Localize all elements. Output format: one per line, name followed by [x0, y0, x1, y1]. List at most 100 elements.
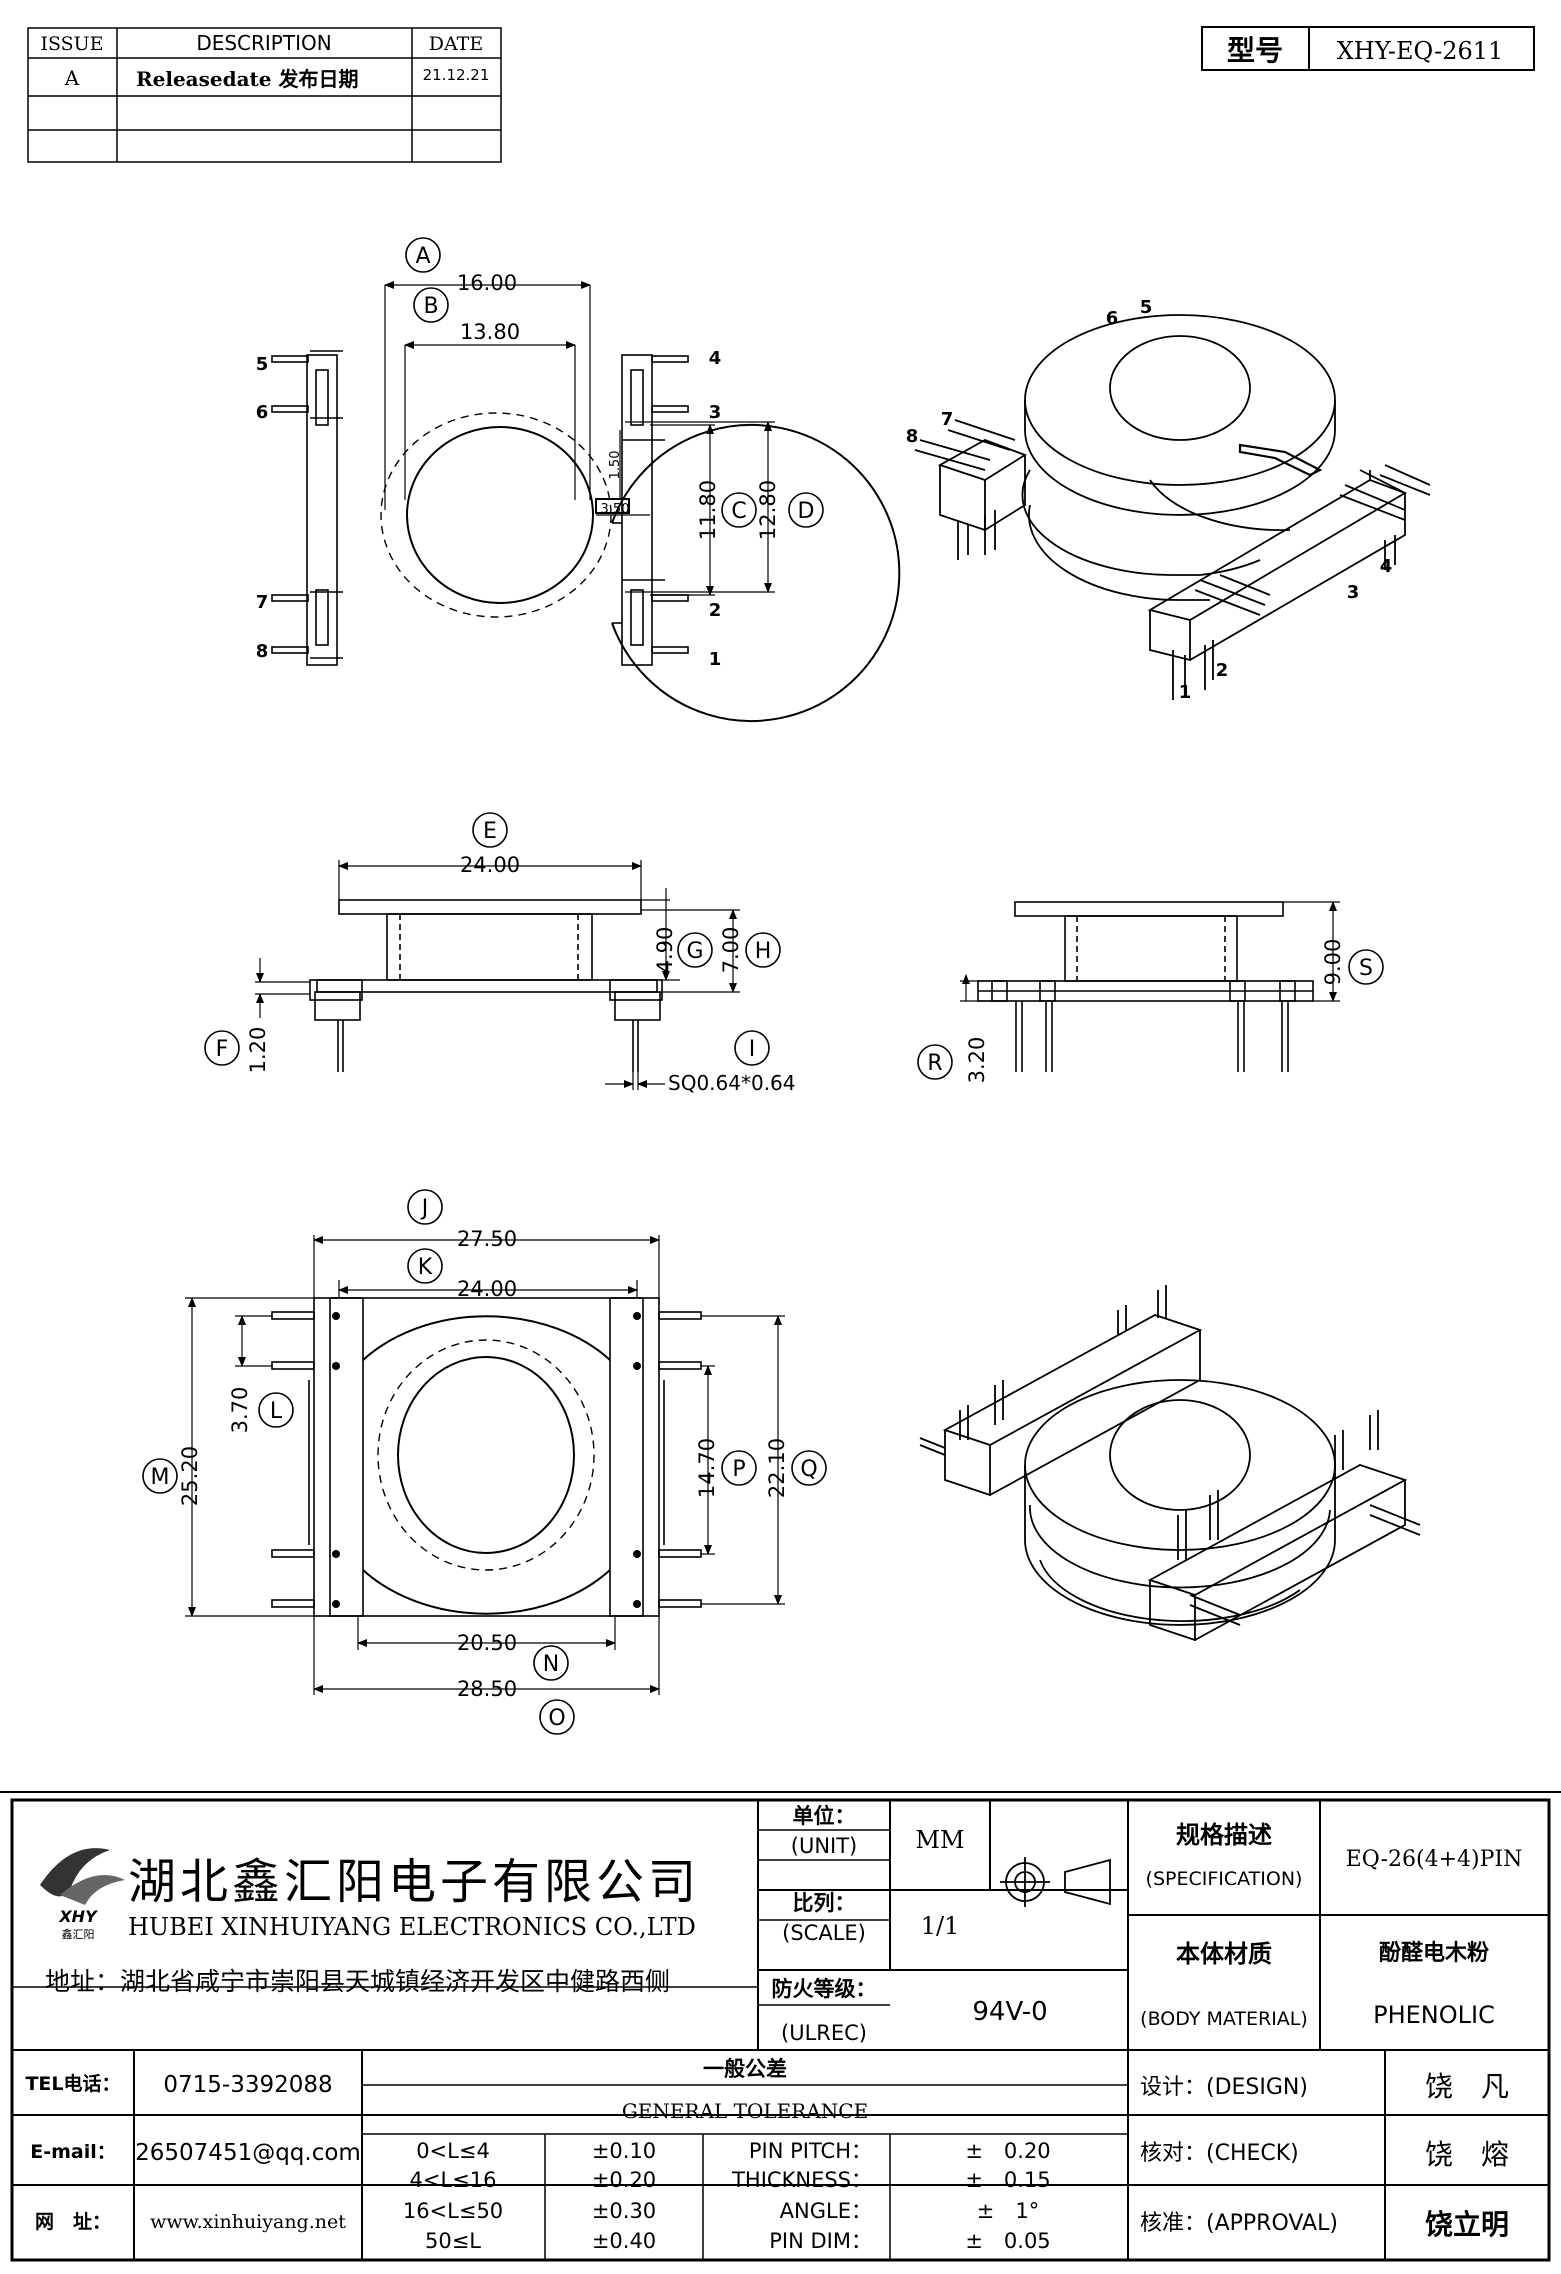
model-label: 型号 — [1227, 34, 1283, 67]
label-B-circle — [413, 287, 449, 323]
top-pin-8: 8 — [256, 641, 269, 662]
top-pin-5: 5 — [256, 354, 269, 375]
dim-K: 24.00 — [457, 1277, 517, 1301]
tol-value-2: ±0.30 — [592, 2199, 656, 2223]
front-view — [309, 899, 663, 1072]
top-pin-3: 3 — [709, 402, 722, 423]
dim-E: 24.00 — [460, 853, 520, 877]
bottom-view-pin-dots — [332, 1312, 641, 1608]
dim-G: 4.90 — [653, 927, 677, 974]
tol-item-value-1: ± 0.15 — [965, 2168, 1050, 2192]
tol-item-value-3: ± 0.05 — [965, 2229, 1050, 2253]
email-value: 26507451@qq.com — [135, 2140, 361, 2166]
tol-item-value-2: ± 1° — [977, 2199, 1039, 2223]
tol-range-2: 16<L≤50 — [403, 2199, 503, 2223]
logo-text: XHY — [58, 1907, 98, 1926]
dim-S: 9.00 — [1321, 939, 1345, 986]
tol-range-1: 4<L≤16 — [410, 2168, 497, 2192]
spec-label: 规格描述 — [1176, 1821, 1272, 1849]
label-G-circle — [677, 932, 713, 968]
company-name-cn: 湖北鑫汇阳电子有限公司 — [128, 1854, 700, 1910]
label-E: E — [483, 819, 497, 844]
bottom-view-dimensions — [185, 1235, 785, 1695]
dim-O: 28.50 — [457, 1677, 517, 1701]
label-S: S — [1359, 956, 1373, 981]
approval-name: 饶立明 — [1425, 2208, 1509, 2241]
tol-item-pin-dim: PIN DIM： — [769, 2229, 872, 2253]
tel-label: TEL电话： — [25, 2072, 120, 2095]
title-block-frame — [0, 1791, 1561, 2262]
material-value: PHENOLIC — [1373, 2001, 1495, 2029]
tolerance-title-en: GENERAL TOLERANCE — [622, 2099, 868, 2123]
ul-label: 防火等级： — [772, 1977, 877, 2001]
tol-item-pin-pitch: PIN PITCH： — [749, 2139, 872, 2163]
dim-slot-w: 3.50 — [601, 502, 630, 517]
label-P: P — [732, 1457, 745, 1482]
label-H-circle — [745, 932, 781, 968]
label-C: C — [731, 499, 746, 524]
rev-header-description: DESCRIPTION — [196, 31, 331, 55]
label-L-circle — [258, 1392, 294, 1428]
label-Q: Q — [800, 1457, 817, 1482]
iso-view-top — [914, 314, 1431, 700]
unit-label-en: (UNIT) — [791, 1834, 858, 1858]
top-pin-6: 6 — [256, 402, 269, 423]
web-value: www.xinhuiyang.net — [150, 2211, 346, 2233]
tol-range-0: 0<L≤4 — [416, 2139, 490, 2163]
iso-view-bottom — [919, 1285, 1421, 1642]
label-R: R — [927, 1051, 942, 1076]
scale-label: 比列： — [793, 1891, 856, 1915]
email-label: E-mail： — [30, 2141, 116, 2163]
label-O-circle — [539, 1699, 575, 1735]
logo-subtext: 鑫汇阳 — [62, 1927, 95, 1941]
material-label: 本体材质 — [1176, 1940, 1272, 1968]
rev-row-date: 21.12.21 — [423, 66, 490, 84]
top-pin-1: 1 — [709, 649, 722, 670]
label-M-circle — [142, 1458, 178, 1494]
side-view-dimensions — [960, 901, 1340, 1002]
label-K-circle — [407, 1248, 443, 1284]
label-I: I — [749, 1037, 756, 1062]
label-D: D — [798, 499, 815, 524]
label-A-circle — [405, 237, 441, 273]
label-A: A — [415, 244, 430, 269]
iso-pin-5: 5 — [1140, 297, 1153, 318]
label-E-circle — [472, 812, 508, 848]
dim-I: SQ0.64*0.64 — [668, 1071, 796, 1095]
tolerance-title-cn: 一般公差 — [703, 2057, 787, 2081]
tol-value-3: ±0.40 — [592, 2229, 656, 2253]
top-view-dimensions — [384, 281, 775, 596]
tol-range-3: 50≤L — [425, 2229, 481, 2253]
top-view — [271, 350, 901, 722]
label-D-circle — [788, 492, 824, 528]
dim-D: 12.80 — [756, 480, 780, 540]
tol-value-1: ±0.20 — [592, 2168, 656, 2192]
iso-pin-2: 2 — [1216, 660, 1229, 681]
model-box — [1201, 26, 1535, 71]
ul-label-en: (ULREC) — [781, 2021, 867, 2045]
rev-row-description: Releasedate 发布日期 — [136, 67, 358, 91]
iso-pin-6: 6 — [1106, 308, 1119, 329]
dim-A: 16.00 — [457, 271, 517, 295]
design-label: 设计：(DESIGN) — [1140, 2075, 1308, 2100]
label-M: M — [151, 1465, 170, 1490]
dim-H: 7.00 — [719, 927, 743, 974]
unit-value: MM — [915, 1826, 964, 1854]
tel-value: 0715-3392088 — [163, 2072, 332, 2098]
check-label: 核对：(CHECK) — [1140, 2141, 1299, 2166]
spec-value: EQ-26(4+4)PIN — [1346, 1847, 1523, 1872]
label-O: O — [548, 1706, 565, 1731]
label-Q-circle — [791, 1450, 827, 1486]
dim-F: 1.20 — [246, 1027, 270, 1074]
label-K: K — [418, 1255, 433, 1280]
unit-label: 单位： — [793, 1804, 856, 1828]
projection-symbol — [1000, 1857, 1111, 1907]
bottom-view — [271, 1297, 702, 1617]
front-view-dimensions — [255, 860, 740, 1090]
label-P-circle — [721, 1450, 757, 1486]
dim-L: 3.70 — [228, 1387, 252, 1434]
label-L: L — [270, 1399, 283, 1424]
iso-pin-3: 3 — [1347, 582, 1360, 603]
tol-item-value-0: ± 0.20 — [965, 2139, 1050, 2163]
